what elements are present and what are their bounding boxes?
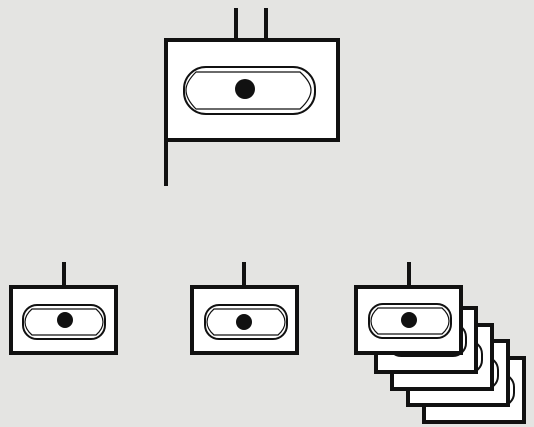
large-component bbox=[164, 8, 340, 186]
component-dot bbox=[235, 79, 255, 99]
window-inner-line bbox=[206, 308, 286, 336]
small-component-left bbox=[9, 262, 118, 355]
component-dot bbox=[401, 312, 417, 328]
component-dot bbox=[236, 314, 252, 330]
window-inner-line bbox=[185, 71, 312, 110]
window-inner-line bbox=[370, 307, 450, 335]
small-component-middle bbox=[190, 262, 299, 355]
stacked-front-copy bbox=[354, 262, 463, 355]
window-inner-line bbox=[24, 308, 104, 336]
component-dot bbox=[57, 312, 73, 328]
small-component-stacked bbox=[354, 262, 526, 424]
